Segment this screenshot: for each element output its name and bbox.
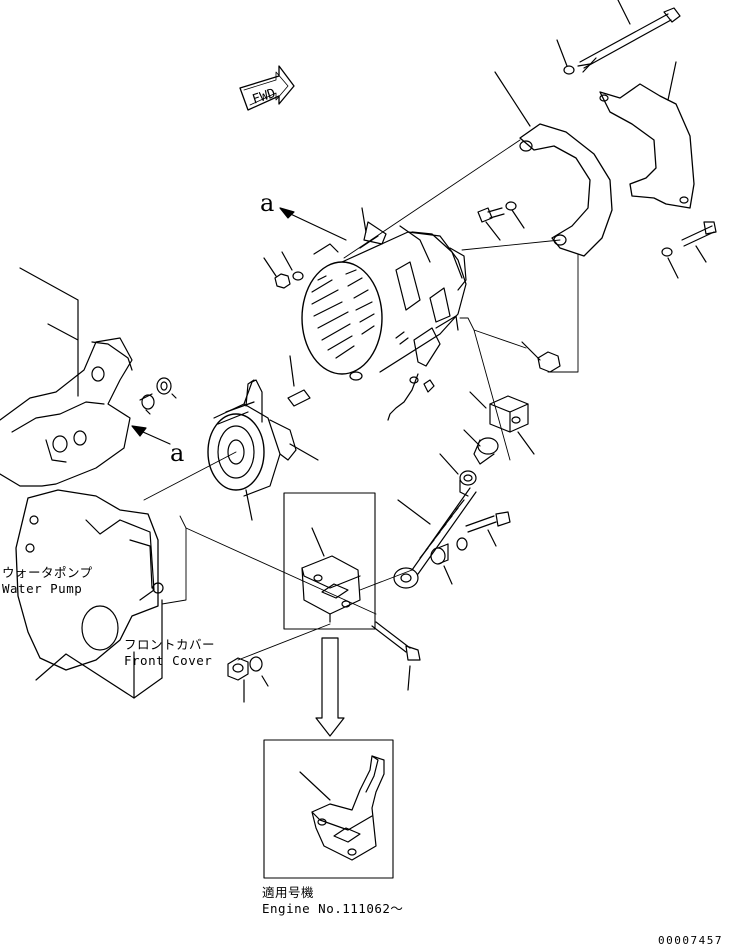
adjusting-rod xyxy=(394,488,476,588)
adjust-arm xyxy=(495,72,612,256)
wire-harness xyxy=(388,374,418,420)
bolt-3 xyxy=(466,512,510,546)
washer xyxy=(250,657,268,686)
through-bolt xyxy=(578,0,680,72)
water-pump-label-jp: ウォータポンプ xyxy=(2,565,93,580)
bracket-later xyxy=(300,756,384,860)
nut xyxy=(228,658,248,702)
alternator xyxy=(302,208,466,380)
spacer xyxy=(431,538,467,584)
engine-no-label: Engine No.111062～ xyxy=(262,901,404,916)
down-arrow-icon xyxy=(316,638,344,736)
drawing-number: 00007457 xyxy=(658,934,723,947)
nut xyxy=(538,352,560,372)
washer xyxy=(506,202,516,210)
front-cover xyxy=(0,268,163,698)
front-cover-label-en: Front Cover xyxy=(124,653,213,668)
bracket xyxy=(302,528,360,622)
bracket-bolt xyxy=(372,622,420,690)
washer xyxy=(662,248,672,256)
bolt-1 xyxy=(478,208,504,240)
fwd-arrow-icon: FWD xyxy=(240,66,294,110)
view-arrow-a-left xyxy=(132,426,170,444)
bolt-2 xyxy=(682,222,716,262)
front-cover-label-jp: フロントカバー xyxy=(124,637,216,652)
pulley-bolt xyxy=(288,356,310,406)
washer xyxy=(564,66,574,74)
bushing xyxy=(140,378,176,414)
view-a-left-label: a xyxy=(170,439,185,467)
bushing xyxy=(474,438,498,464)
bushing xyxy=(460,471,476,496)
applicable-engine-label-jp: 適用号機 xyxy=(262,885,315,900)
alternator-bracket-plate xyxy=(600,62,694,208)
pulley xyxy=(208,380,318,520)
washer xyxy=(293,272,303,280)
view-arrow-a-top xyxy=(280,208,346,240)
nut xyxy=(275,274,290,288)
view-a-top-label: a xyxy=(260,189,275,217)
spacer-block xyxy=(490,396,528,432)
bracket-later-box xyxy=(264,740,393,878)
fwd-label: FWD xyxy=(251,86,278,108)
water-pump-label-en: Water Pump xyxy=(2,581,83,596)
bracket-callout-box xyxy=(284,493,375,629)
